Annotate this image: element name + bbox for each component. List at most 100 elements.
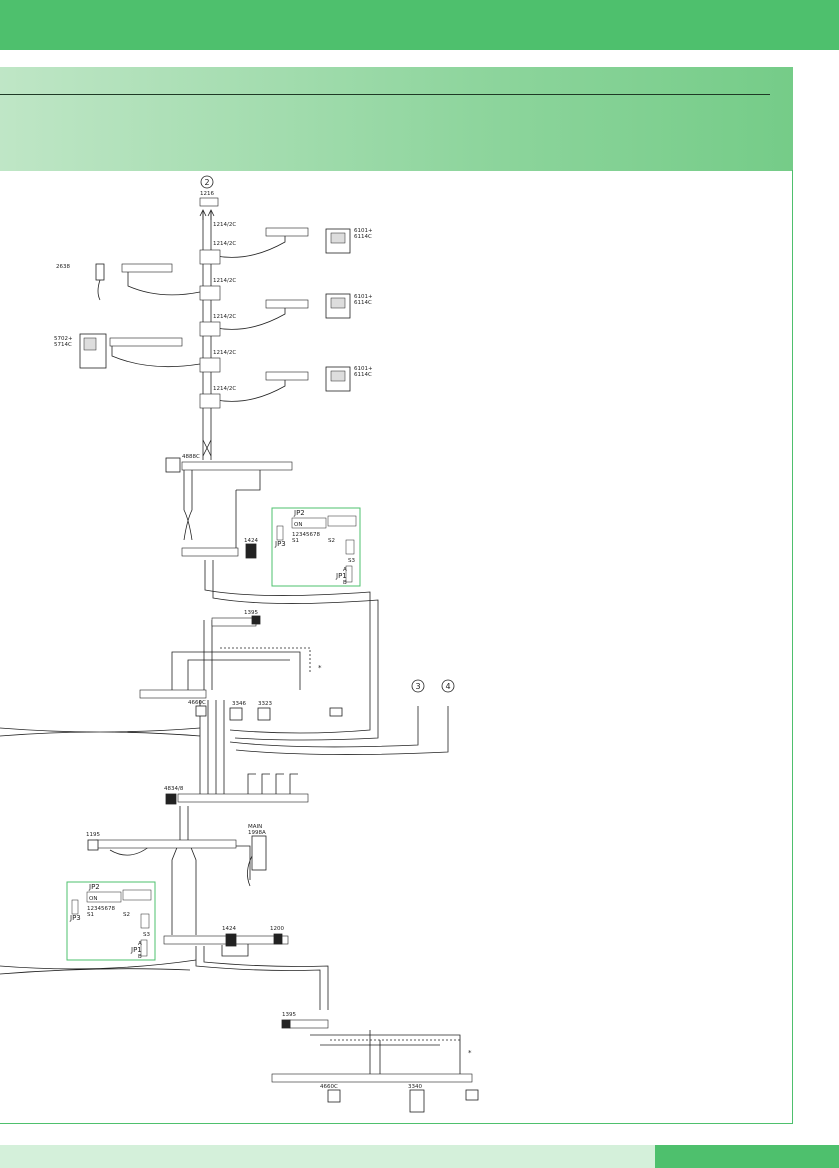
panel1-dotted (220, 647, 311, 672)
switcher-drop (183, 470, 193, 541)
relay3-icon (281, 1019, 291, 1029)
label-transformer: 1200 (270, 926, 284, 932)
label-top-code: 1216 (200, 191, 214, 197)
main-link (236, 845, 251, 880)
mod-3346-icon (229, 707, 243, 721)
footer-page-tab (655, 1145, 839, 1168)
label-monitor-1: 6101+6114C (354, 228, 373, 240)
label-panel-2: 4660C (320, 1084, 338, 1090)
label-riser-3: 1214/2C (213, 314, 236, 320)
label-jp3-a: JP3 (274, 540, 286, 548)
label-star-1: * (318, 664, 322, 672)
ref-circle-2 (200, 175, 214, 189)
terminal-strip-handset (121, 263, 173, 273)
bus-right-top (204, 560, 371, 734)
label-s3-b: S3 (143, 932, 150, 938)
ref-3: 3 (415, 682, 420, 691)
label-riser-4: 1214/2C (213, 350, 236, 356)
label-s1-a: S1 (292, 538, 299, 544)
monitor3-link (215, 376, 286, 402)
label-star-2: * (468, 1049, 472, 1057)
terminal-strip-top (199, 197, 219, 207)
header-rule (0, 94, 770, 95)
label-jp2-b: JP2 (88, 883, 100, 891)
label-on-a: ON (294, 522, 302, 528)
arrow-up-left (199, 209, 207, 220)
label-psu-2: 1424 (222, 926, 236, 932)
label-relay-1: 1395 (244, 610, 258, 616)
label-b-b: B (138, 954, 142, 960)
label-jp1-b: JP1 (130, 946, 142, 954)
label-mod-3: 3340 (408, 1084, 422, 1090)
label-relay-3: 1395 (282, 1012, 296, 1018)
label-dip-a: 12345678 (292, 532, 320, 538)
label-s2-a: S2 (328, 538, 335, 544)
label-handset-monitor: 5702+5714C (54, 336, 73, 348)
terminal-strip-switcher (181, 461, 293, 471)
ref-2: 2 (204, 178, 209, 187)
panel1-icon (195, 705, 207, 717)
panel1-wiring (171, 620, 301, 690)
monitor1-link (215, 232, 286, 258)
label-a-a: A (343, 567, 347, 573)
label-panel-1: 4660C (188, 700, 206, 706)
distributor-outputs (247, 773, 298, 794)
settings-box-a (271, 507, 361, 587)
ref-circle-3 (411, 679, 425, 693)
terminal-strip-relay3 (289, 1019, 329, 1029)
label-s3-a: S3 (348, 558, 355, 564)
handset-link (127, 272, 201, 296)
door-lock-2-icon (465, 1089, 479, 1101)
label-switcher: 4888C (182, 454, 200, 460)
top-color-bar (0, 0, 839, 50)
label-b-a: B (343, 580, 347, 586)
mod-3323-icon (257, 707, 271, 721)
ref-4: 4 (445, 682, 450, 691)
psu1-icon (245, 543, 257, 559)
relay2-icon (87, 839, 99, 851)
arrow-up-right (207, 209, 215, 220)
label-mod-1: 3346 (232, 701, 246, 707)
distributor-feed (199, 700, 225, 794)
psu1-link (235, 470, 261, 550)
riser-junction-5 (199, 393, 221, 409)
label-s2-b: S2 (123, 912, 130, 918)
ref4-lead (235, 706, 449, 755)
label-riser-5: 1214/2C (213, 386, 236, 392)
left-trunk-top (0, 727, 201, 737)
label-a-b: A (138, 941, 142, 947)
label-riser-2: 1214/2C (213, 278, 236, 284)
riser-junction-1 (199, 249, 221, 265)
switcher-icon (165, 457, 181, 473)
label-dip-b: 12345678 (87, 906, 115, 912)
psu2-link (221, 944, 249, 957)
footer-band (0, 1145, 655, 1168)
settings-box-b (66, 881, 156, 961)
transformer-icon (273, 933, 283, 945)
bus-right-bottom (212, 560, 379, 741)
terminal-strip-monitor1 (265, 227, 309, 237)
label-distributor: 4834/8 (164, 786, 184, 792)
label-monitor-2: 6101+6114C (354, 294, 373, 306)
diagram-frame (0, 170, 793, 1124)
door-lock-1-icon (329, 707, 343, 717)
ref-circle-4 (441, 679, 455, 693)
label-on-b: ON (89, 896, 97, 902)
handset-monitor-link (111, 346, 201, 368)
label-monitor-3: 6101+6114C (354, 366, 373, 378)
terminal-strip-panel1 (139, 689, 207, 699)
label-psu-1: 1424 (244, 538, 258, 544)
header-band (0, 67, 793, 171)
riser-junction-3 (199, 321, 221, 337)
riser-twist (202, 439, 212, 457)
handset-icon (95, 263, 105, 281)
left-trunk-bottom (0, 959, 197, 975)
label-handset: 2638 (56, 264, 70, 270)
riser-junction-4 (199, 357, 221, 373)
label-relay-2: 1195 (86, 832, 100, 838)
label-riser-1: 1214/2C (213, 241, 236, 247)
label-jp1-a: JP1 (335, 572, 347, 580)
terminal-strip-monitor3 (265, 371, 309, 381)
terminal-strip-panel2 (271, 1073, 473, 1083)
